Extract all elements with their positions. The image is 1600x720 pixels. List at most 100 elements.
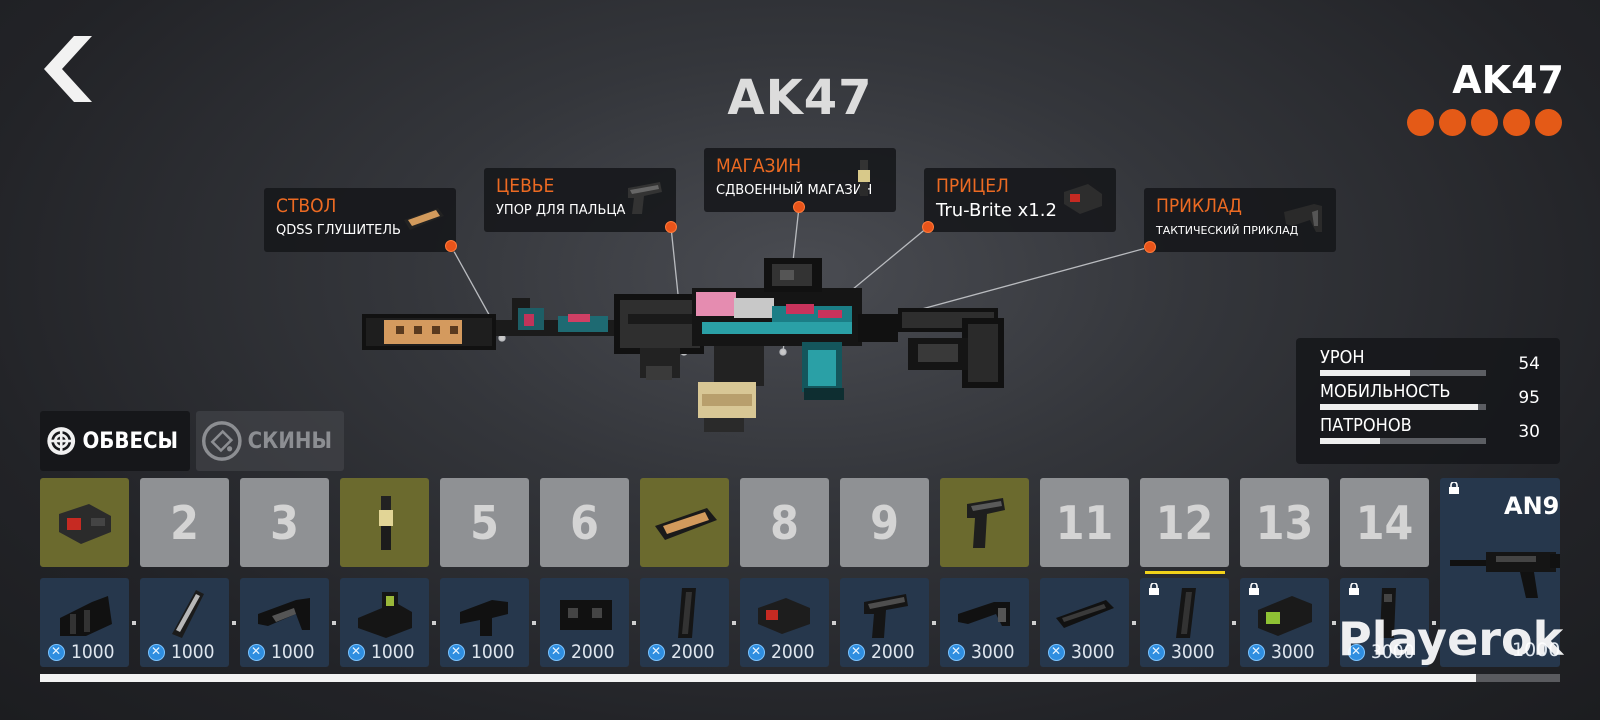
coin-icon <box>548 643 565 661</box>
bipod-icon <box>60 596 112 636</box>
curved-magazine-icon <box>678 588 696 638</box>
price-value: 2000 <box>771 641 815 663</box>
item-price: 1000 <box>248 641 315 663</box>
slot-number: 9 <box>870 495 899 550</box>
item-separator <box>732 621 736 625</box>
weapon-name-badge: AK47 <box>1452 58 1564 102</box>
coin-icon <box>1048 643 1065 661</box>
lock-icon <box>1249 583 1259 595</box>
shop-item[interactable]: 2000 <box>840 578 929 667</box>
attachment-shop: 1000 1000 1000 1000 1000 2000 <box>40 578 1429 667</box>
item-price: 3000 <box>1248 641 1315 663</box>
back-button[interactable] <box>40 34 100 104</box>
upgrade-slot[interactable]: 6 <box>540 478 629 567</box>
silencer-icon <box>654 507 717 540</box>
shop-item[interactable]: 2000 <box>640 578 729 667</box>
slot-number: 3 <box>270 495 299 550</box>
knife-icon <box>172 590 204 638</box>
rarity-dot <box>1471 109 1498 136</box>
price-value: 3000 <box>1071 641 1115 663</box>
next-weapon-card[interactable]: AN94 1000 <box>1440 478 1560 667</box>
rarity-dot <box>1535 109 1562 136</box>
upgrade-slot[interactable]: 11 <box>1040 478 1129 567</box>
shop-item[interactable]: 3000 <box>940 578 1029 667</box>
upgrade-slot[interactable] <box>640 478 729 567</box>
shop-item[interactable]: 1000 <box>440 578 529 667</box>
shop-item[interactable]: 1000 <box>240 578 329 667</box>
green-scope-icon <box>1258 596 1312 636</box>
shop-item[interactable]: 2000 <box>740 578 829 667</box>
slot-number: 11 <box>1055 495 1114 550</box>
upgrade-slot[interactable] <box>340 478 429 567</box>
item-separator <box>232 621 236 625</box>
callout-title: МАГАЗИН <box>716 155 802 177</box>
callout-handguard[interactable]: ЦЕВЬЕ УПОР ДЛЯ ПАЛЬЦА <box>484 168 676 232</box>
item-separator <box>1432 621 1436 625</box>
price-value: 2000 <box>571 641 615 663</box>
shop-item[interactable]: 3000 <box>1140 578 1229 667</box>
shop-item[interactable]: 1000 <box>40 578 129 667</box>
upgrade-slot[interactable] <box>940 478 1029 567</box>
item-price: 2000 <box>748 641 815 663</box>
red-dot-sight-icon <box>58 503 111 544</box>
upgrade-slot[interactable]: 13 <box>1240 478 1329 567</box>
shop-item[interactable]: 2000 <box>540 578 629 667</box>
slot-number: 8 <box>770 495 799 550</box>
shop-item[interactable]: 3000 <box>1340 578 1429 667</box>
callout-sight[interactable]: ПРИЦЕЛ Tru-Brite x1.2 <box>924 168 1116 232</box>
callout-title: ПРИКЛАД <box>1156 195 1242 217</box>
selected-slot-indicator <box>1145 571 1225 574</box>
rarity-indicator <box>1407 109 1562 136</box>
callout-barrel[interactable]: СТВОЛ QDSS ГЛУШИТЕЛЬ <box>264 188 456 252</box>
stat-bar <box>1320 438 1486 444</box>
magazine-icon <box>1176 588 1196 638</box>
item-separator <box>832 621 836 625</box>
upgrade-slot[interactable]: 12 <box>1140 478 1229 567</box>
red-dot-sight-icon <box>758 598 810 634</box>
shop-item[interactable]: 1000 <box>140 578 229 667</box>
item-price: 3000 <box>948 641 1015 663</box>
stat-value: 54 <box>1518 354 1540 374</box>
price-value: 3000 <box>971 641 1015 663</box>
callout-title: СТВОЛ <box>276 195 337 217</box>
horizontal-scrollbar[interactable] <box>40 674 1560 682</box>
slot-number: 6 <box>570 495 599 550</box>
shop-item[interactable]: 3000 <box>1240 578 1329 667</box>
stat-bar-fill <box>1320 370 1410 376</box>
tactical-stock-icon <box>958 602 1010 626</box>
upgrade-slot[interactable]: 14 <box>1340 478 1429 567</box>
callout-stock[interactable]: ПРИКЛАД ТАКТИЧЕСКИЙ ПРИКЛАД <box>1144 188 1336 252</box>
tab-attachments[interactable]: ОБВЕСЫ <box>40 411 190 471</box>
stat-mobility: МОБИЛЬНОСТЬ 95 <box>1320 381 1540 416</box>
shop-item[interactable]: 3000 <box>1040 578 1129 667</box>
tab-label: ОБВЕСЫ <box>82 428 178 454</box>
item-price: 2000 <box>648 641 715 663</box>
item-price: 3000 <box>1148 641 1215 663</box>
price-value: 3000 <box>1271 641 1315 663</box>
stat-bar-fill <box>1320 438 1380 444</box>
upgrade-slot[interactable]: 8 <box>740 478 829 567</box>
price-value: 3000 <box>1171 641 1215 663</box>
tab-skins[interactable]: СКИНЫ <box>196 411 344 471</box>
upgrade-slot[interactable]: 5 <box>440 478 529 567</box>
item-price: 3000 <box>1048 641 1115 663</box>
shop-item[interactable]: 1000 <box>340 578 429 667</box>
upgrade-slot[interactable]: 9 <box>840 478 929 567</box>
slot-number: 5 <box>470 495 499 550</box>
callout-subtitle: ТАКТИЧЕСКИЙ ПРИКЛАД <box>1156 224 1299 237</box>
upgrade-slot[interactable] <box>40 478 129 567</box>
lock-icon <box>1449 482 1459 494</box>
coin-icon <box>848 643 865 661</box>
watermark: Playerok <box>1338 612 1564 666</box>
price-value: 2000 <box>871 641 915 663</box>
long-silencer-icon <box>1056 600 1114 628</box>
coin-icon <box>948 643 965 661</box>
upgrade-slot[interactable]: 2 <box>140 478 229 567</box>
lock-icon <box>1149 583 1159 595</box>
scrollbar-thumb[interactable] <box>40 674 1476 682</box>
tall-magazine-icon <box>1380 588 1396 638</box>
stat-label: ПАТРОНОВ <box>1320 415 1412 436</box>
grip-icon <box>628 182 662 214</box>
upgrade-slot[interactable]: 3 <box>240 478 329 567</box>
stat-label: МОБИЛЬНОСТЬ <box>1320 381 1451 402</box>
